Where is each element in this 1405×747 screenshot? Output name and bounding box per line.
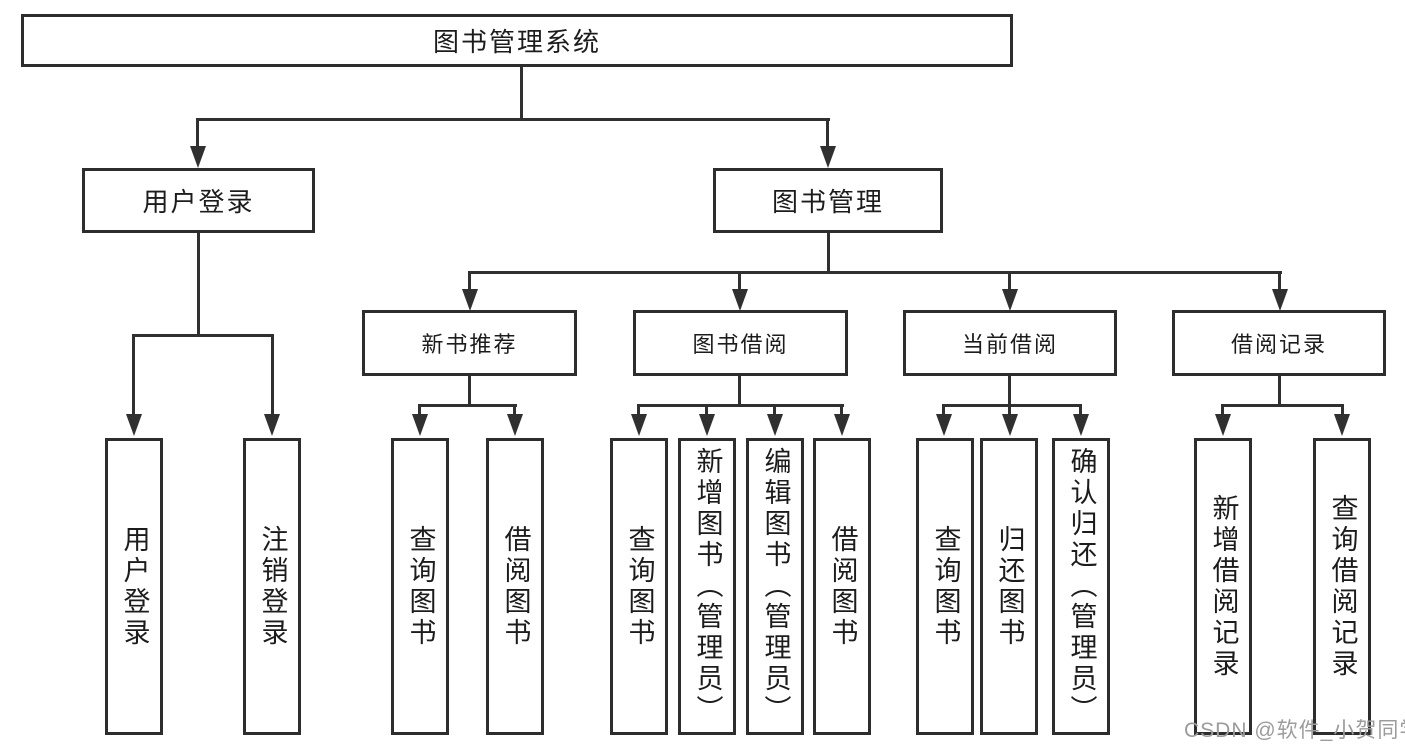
arrowhead-down — [699, 414, 715, 436]
leaf-query-books-recommend: 查询图书 — [391, 438, 449, 735]
node-label: 用户登录 — [142, 187, 255, 217]
leaf-query-books-borrowing: 查询图书 — [610, 438, 668, 735]
leaf-borrow-books-recommend: 借阅图书 — [486, 438, 544, 735]
leaf-label: 注销登录 — [257, 524, 288, 649]
leaf-user-login: 用户登录 — [105, 438, 163, 735]
leaf-label: 借阅图书 — [500, 524, 531, 649]
leaf-label: 新增借阅记录 — [1208, 493, 1239, 680]
leaf-label: 查询图书 — [405, 524, 436, 649]
connector-line — [1008, 376, 1011, 407]
connector-line — [197, 233, 200, 337]
leaf-query-books-current: 查询图书 — [916, 438, 974, 735]
connector-line — [468, 271, 1282, 274]
leaf-label: 新增图书（管理员） — [692, 447, 723, 726]
leaf-label: 查询借阅记录 — [1327, 493, 1358, 680]
node-label: 新书推荐 — [421, 332, 518, 357]
node-book-borrowing: 图书借阅 — [633, 310, 848, 376]
connector-line — [1079, 404, 1082, 416]
connector-line — [1008, 404, 1011, 416]
connector-line — [520, 67, 523, 120]
connector-line — [738, 376, 741, 407]
node-label: 图书借阅 — [692, 332, 789, 357]
leaf-label: 确认归还（管理员） — [1066, 447, 1097, 726]
connector-line — [1221, 404, 1224, 416]
connector-line — [840, 404, 843, 416]
arrowhead-down — [412, 414, 428, 436]
arrowhead-down — [126, 414, 142, 436]
leaf-borrow-books-borrowing: 借阅图书 — [813, 438, 871, 735]
leaf-return-book: 归还图书 — [980, 438, 1038, 735]
connector-line — [513, 404, 516, 416]
connector-line — [705, 404, 708, 416]
arrowhead-down — [190, 146, 206, 168]
connector-line — [196, 118, 830, 121]
arrowhead-down — [820, 146, 836, 168]
node-book-management: 图书管理 — [713, 168, 943, 233]
connector-line — [196, 118, 199, 148]
arrowhead-down — [1334, 414, 1350, 436]
arrowhead-down — [767, 414, 783, 436]
node-label: 图书管理 — [771, 187, 884, 217]
leaf-label: 用户登录 — [119, 524, 150, 649]
arrowhead-down — [631, 414, 647, 436]
connector-line — [1221, 404, 1343, 407]
connector-line — [1341, 404, 1344, 416]
arrowhead-down — [936, 414, 952, 436]
arrowhead-down — [1002, 289, 1018, 311]
connector-line — [1278, 271, 1281, 291]
leaf-label: 借阅图书 — [827, 524, 858, 649]
connector-line — [827, 233, 830, 273]
arrowhead-down — [1002, 414, 1018, 436]
connector-line — [418, 404, 517, 407]
connector-line — [418, 404, 421, 416]
leaf-logout: 注销登录 — [243, 438, 301, 735]
node-borrowing-records: 借阅记录 — [1172, 310, 1386, 376]
arrowhead-down — [1272, 289, 1288, 311]
connector-line — [826, 118, 829, 148]
watermark: CSDN @软件_小贺同学 — [1184, 719, 1405, 742]
arrowhead-down — [507, 414, 523, 436]
leaf-query-borrow-record: 查询借阅记录 — [1313, 438, 1371, 735]
connector-line — [942, 404, 945, 416]
arrowhead-down — [732, 289, 748, 311]
connector-line — [1278, 376, 1281, 407]
arrowhead-down — [264, 414, 280, 436]
connector-line — [637, 404, 640, 416]
connector-line — [271, 334, 274, 416]
leaf-confirm-return-admin: 确认归还（管理员） — [1052, 438, 1110, 735]
node-current-borrowing: 当前借阅 — [903, 310, 1117, 376]
node-new-book-recommend: 新书推荐 — [362, 310, 577, 376]
leaf-label: 查询图书 — [624, 524, 655, 649]
connector-line — [738, 271, 741, 291]
connector-line — [1008, 271, 1011, 291]
connector-line — [132, 334, 135, 416]
connector-line — [637, 404, 844, 407]
arrowhead-down — [1215, 414, 1231, 436]
connector-line — [942, 404, 1082, 407]
arrowhead-down — [834, 414, 850, 436]
leaf-add-borrow-record: 新增借阅记录 — [1194, 438, 1252, 735]
node-library-system: 图书管理系统 — [21, 14, 1013, 67]
arrowhead-down — [462, 289, 478, 311]
leaf-edit-book-admin: 编辑图书（管理员） — [746, 438, 804, 735]
node-label: 当前借阅 — [961, 332, 1058, 357]
leaf-label: 查询图书 — [930, 524, 961, 649]
node-label: 图书管理系统 — [432, 27, 601, 57]
connector-line — [773, 404, 776, 416]
connector-line — [468, 271, 471, 291]
arrowhead-down — [1073, 414, 1089, 436]
node-label: 借阅记录 — [1230, 332, 1327, 357]
connector-line — [468, 376, 471, 407]
node-user-login: 用户登录 — [82, 168, 315, 233]
leaf-add-book-admin: 新增图书（管理员） — [678, 438, 736, 735]
leaf-label: 归还图书 — [994, 524, 1025, 649]
connector-line — [132, 334, 274, 337]
leaf-label: 编辑图书（管理员） — [760, 447, 791, 726]
